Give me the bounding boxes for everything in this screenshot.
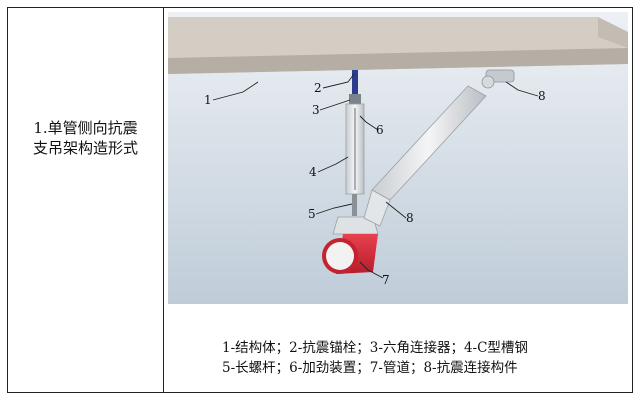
table-frame: [7, 7, 633, 393]
callout-8-brace: 8: [406, 211, 414, 225]
callout-6: 6: [376, 123, 384, 137]
pipe: [322, 234, 378, 274]
seismic-support-illustration: 1 2 3 6 4 5 7 8 8: [168, 12, 628, 304]
callout-3: 3: [312, 103, 320, 117]
callout-8-ceiling: 8: [538, 89, 546, 103]
threaded-rod: [352, 194, 357, 216]
anchor-bolt: [352, 70, 358, 96]
column-divider: [163, 7, 164, 393]
hex-connector: [349, 94, 361, 104]
callout-7: 7: [382, 273, 390, 287]
legend-line-2: 5-长螺杆；6-加劲装置；7-管道；8-抗震连接构件: [222, 360, 518, 376]
callout-1: 1: [204, 93, 212, 107]
legend-line-1: 1-结构体；2-抗震锚栓；3-六角连接器；4-C型槽钢: [222, 340, 528, 356]
row-label-line-2: 支吊架构造形式: [32, 139, 138, 157]
ceiling-connector: [481, 69, 515, 89]
diagonal-brace: [363, 85, 487, 227]
row-label: 1.单管侧向抗震 支吊架构造形式: [8, 118, 163, 158]
callout-5: 5: [308, 207, 316, 221]
row-label-line-1: 1.单管侧向抗震: [33, 119, 138, 137]
legend: 1-结构体；2-抗震锚栓；3-六角连接器；4-C型槽钢 5-长螺杆；6-加劲装置…: [222, 338, 622, 378]
callout-4: 4: [309, 165, 317, 179]
concrete-slab: [168, 17, 628, 74]
leader-lines: [212, 73, 539, 279]
callout-2: 2: [314, 81, 322, 95]
